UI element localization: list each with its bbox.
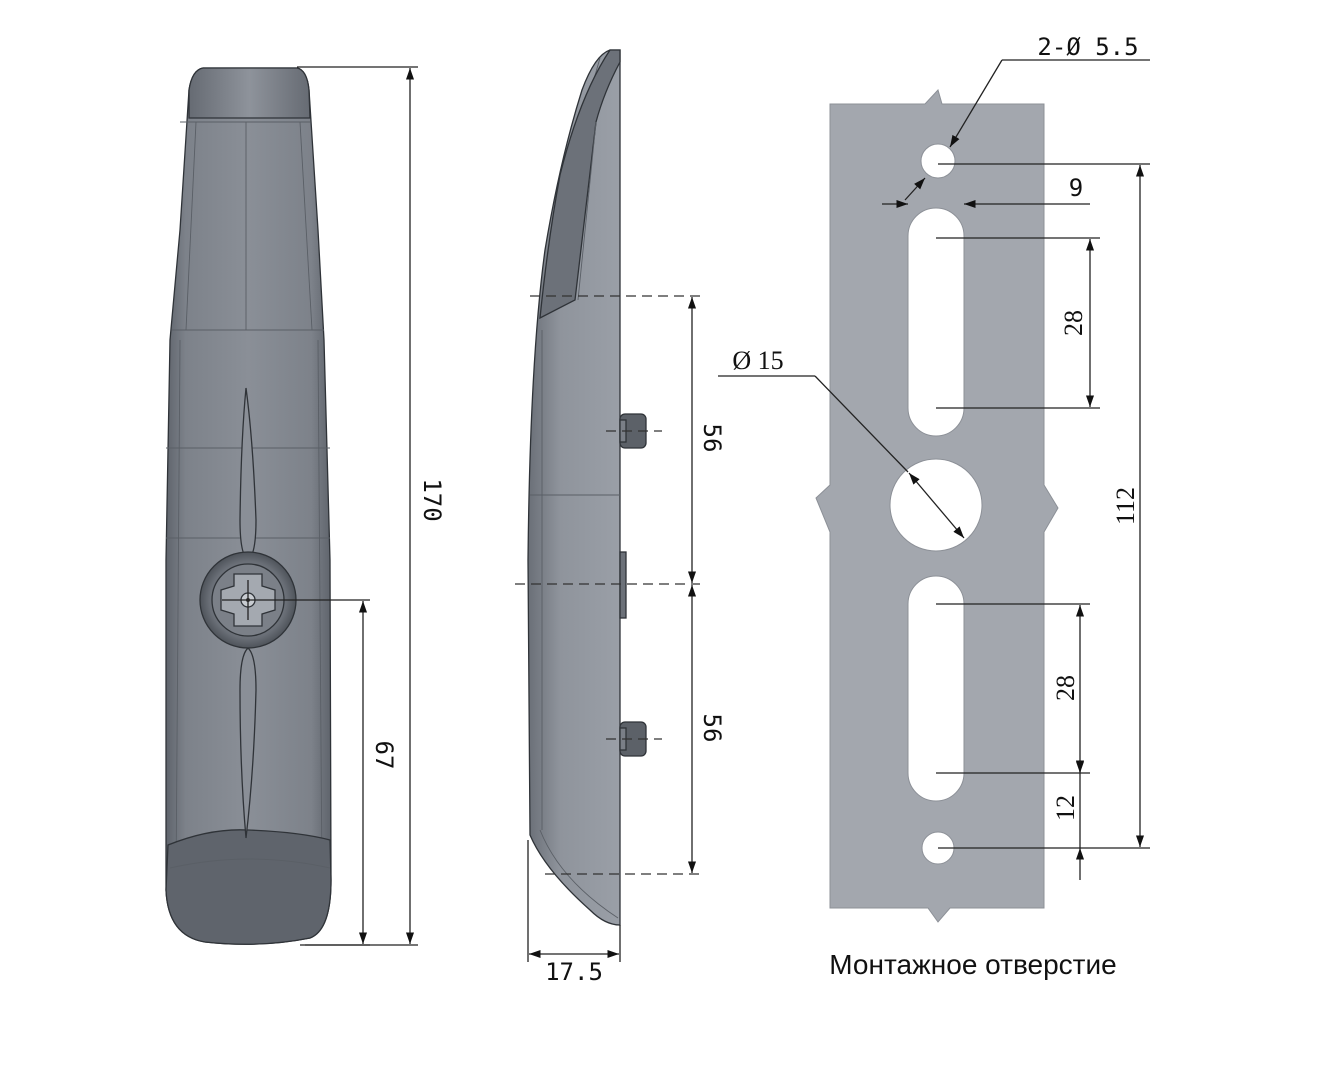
front-lower-ridge [239, 647, 257, 839]
front-view: 170 67 [165, 66, 446, 946]
dim-upper-spacing: 56 [698, 424, 726, 453]
side-view: 56 56 17.5 [515, 49, 726, 986]
dim-center-hole: Ø 15 [732, 346, 783, 375]
dim-bottom-offset: 12 [1051, 795, 1080, 821]
dim-depth: 17.5 [545, 958, 603, 986]
dim-upper-slot: 28 [1059, 310, 1088, 336]
dim-lower-slot: 28 [1051, 675, 1080, 701]
plate-caption: Монтажное отверстие [829, 949, 1116, 980]
dim-center-height: 67 [370, 741, 398, 770]
front-bottom-lip [165, 829, 332, 945]
front-top-cap [188, 67, 311, 119]
dim-total-span: 112 [1111, 487, 1140, 525]
side-top-cap [539, 49, 621, 320]
dim-edge-offset: 9 [1069, 174, 1083, 202]
mounting-plate: 2-Ø 5.5 9 28 Ø 15 112 28 12 Монтажное от… [718, 33, 1150, 980]
dim-small-hole: 2-Ø 5.5 [1037, 33, 1138, 61]
dim-total-height: 170 [418, 478, 446, 521]
dim-lower-spacing: 56 [698, 714, 726, 743]
